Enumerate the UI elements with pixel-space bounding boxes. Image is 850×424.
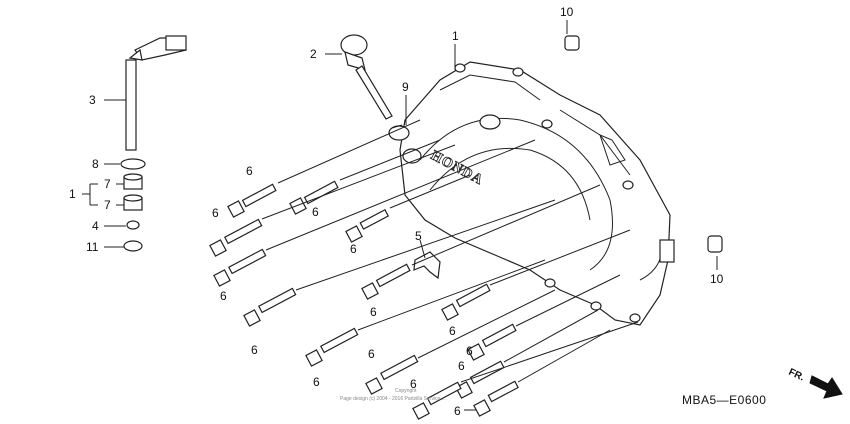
callout-6-m: 6 [410, 377, 417, 391]
callout-7-lower: 7 [104, 198, 111, 212]
callout-6-l: 6 [466, 344, 473, 358]
dowel-pin-top [564, 35, 580, 51]
seal-and-bearing-stack [120, 158, 146, 252]
callout-8: 8 [92, 157, 99, 171]
callout-6-g: 6 [251, 343, 258, 357]
callout-leaders [82, 20, 718, 411]
front-arrow-icon [809, 375, 843, 399]
dowel-pin-right [707, 235, 723, 253]
o-ring [388, 125, 410, 141]
callout-10-top: 10 [560, 5, 574, 19]
callout-11: 11 [86, 240, 99, 254]
callout-6-a: 6 [246, 164, 253, 178]
alignment-lines [261, 119, 639, 383]
callout-6-h: 6 [449, 324, 456, 338]
callout-labels: 1 2 3 8 1 7 7 4 11 9 10 10 5 6 6 6 6 6 6… [69, 5, 724, 418]
callout-10-right: 10 [710, 272, 724, 286]
callout-3: 3 [89, 93, 96, 107]
callout-7-upper: 7 [104, 177, 111, 191]
left-crankcase-cover: HONDA [399, 61, 675, 326]
copyright-line-1: Copyright [395, 388, 417, 394]
callout-6-e: 6 [220, 289, 227, 303]
callout-6-n: 6 [454, 404, 461, 418]
callout-6-k: 6 [458, 359, 465, 373]
callout-6-i: 6 [313, 375, 320, 389]
front-label: FR. [787, 367, 806, 384]
cable-clamp [413, 251, 441, 280]
callout-5: 5 [415, 229, 422, 243]
callout-6-j: 6 [368, 347, 375, 361]
callout-1-group: 1 [69, 187, 76, 201]
callout-2: 2 [310, 47, 317, 61]
callout-9: 9 [402, 80, 409, 94]
callout-1-cover: 1 [452, 29, 459, 43]
copyright-line-2: Page design (c) 2004 - 2016 Partzilla Se… [340, 396, 446, 402]
oil-dipstick [340, 34, 393, 120]
shift-spindle [125, 35, 187, 151]
callout-6-d: 6 [350, 242, 357, 256]
callout-6-c: 6 [212, 206, 219, 220]
callout-4: 4 [92, 219, 99, 233]
callout-6-f: 6 [370, 305, 377, 319]
flange-bolts [209, 180, 519, 420]
copyright-watermark: Copyright Page design (c) 2004 - 2016 Pa… [340, 388, 446, 402]
front-direction-indicator: FR. [787, 367, 843, 399]
callout-6-b: 6 [312, 205, 319, 219]
diagram-code: MBA5—E0600 [682, 393, 766, 407]
